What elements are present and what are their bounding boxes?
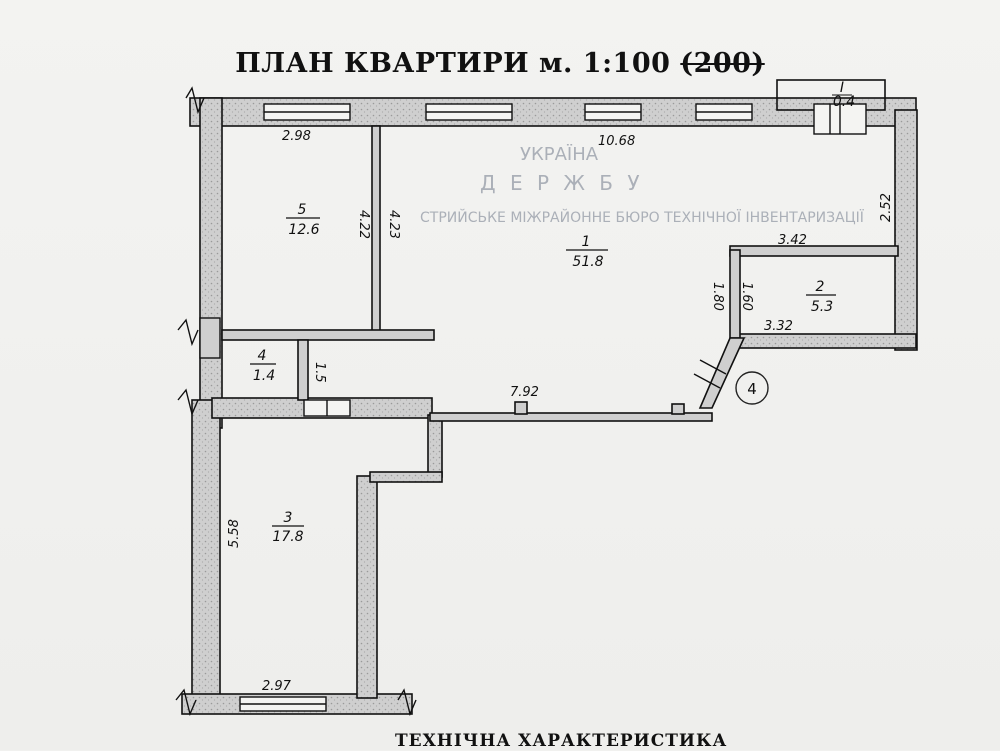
dim-room2-bottom: 3.32 [764, 319, 793, 334]
dim-room1-width: 10.68 [598, 134, 635, 149]
dim-room5-height-left: 4.22 [356, 210, 371, 239]
dimension-labels: 2.98 10.68 4.22 4.23 2.52 3.42 3.32 1.80… [227, 129, 894, 694]
dim-room4-height: 1.5 [312, 362, 327, 383]
dim-room5-height-right: 4.23 [386, 210, 401, 239]
plan-title-main: ПЛАН КВАРТИРИ м. 1:100 [235, 48, 681, 79]
break-bottom-right [397, 688, 417, 717]
room-1-area: 51.8 [572, 254, 603, 270]
dim-room3-width: 2.97 [262, 679, 292, 694]
stamp-line-1: УКРАЇНА [520, 144, 599, 165]
room-2-number: 2 [816, 279, 825, 295]
plan-title-struck-scale: (200) [680, 48, 765, 79]
partition-room5-bottom [221, 329, 435, 341]
wall-room3-right [356, 475, 378, 699]
dim-room1-right-wall: 2.52 [879, 193, 894, 222]
room-4-label: 4 1.4 [250, 348, 276, 384]
partitions [221, 79, 899, 422]
corridor-column [514, 401, 528, 415]
room-2-area: 5.3 [811, 299, 833, 315]
wall-room2-bottom [737, 333, 917, 349]
wall-corridor-stub [427, 414, 443, 478]
partition-room2-left [729, 249, 741, 339]
dim-room3-height: 5.58 [227, 519, 242, 548]
partition-corridor [429, 412, 713, 422]
wall-right [894, 109, 918, 351]
room-3-number: 3 [284, 510, 293, 526]
break-left-mid [177, 318, 199, 347]
circled-annotation-text: 4 [747, 380, 757, 398]
footer-heading: ТЕХНІЧНА ХАРАКТЕРИСТИКА [395, 731, 728, 751]
door-opening-left [199, 317, 221, 359]
room-4-number: 4 [258, 348, 267, 364]
stamp-line-2: Д Е Р Ж Б У [480, 171, 644, 195]
room-labels: 1 51.8 2 5.3 3 17.8 4 1.4 5 [250, 80, 855, 545]
room-3-area: 17.8 [272, 529, 303, 545]
circled-annotation: 4 [735, 371, 769, 405]
room-5-number: 5 [298, 202, 307, 218]
room-5-label: 5 12.6 [286, 202, 320, 238]
dim-room2-left-b: 1.60 [739, 282, 754, 311]
partition-room4-right [297, 339, 309, 401]
balcony-label: I 0.4 [832, 80, 855, 110]
partition-diagonal [698, 337, 746, 409]
break-bottom-left [175, 688, 197, 717]
wall-left-upper [199, 97, 223, 429]
plan-title: ПЛАН КВАРТИРИ м. 1:100 (200) [0, 48, 1000, 79]
wall-left-lower [191, 399, 221, 713]
break-top-left [185, 86, 205, 115]
room-5-area: 12.6 [288, 222, 319, 238]
break-marks [175, 86, 727, 717]
dim-room2-left-a: 1.80 [710, 282, 725, 311]
wall-corridor-ledge [369, 471, 443, 483]
balcony-area: 0.4 [833, 94, 855, 110]
partition-room5-right [371, 125, 381, 335]
room-1-number: 1 [582, 234, 591, 250]
balcony-number: I [840, 80, 844, 96]
room-3-label: 3 17.8 [272, 510, 304, 545]
dim-corridor-length: 7.92 [510, 385, 539, 400]
windows [199, 103, 867, 712]
break-left-lower [177, 388, 199, 417]
room-2-label: 2 5.3 [806, 279, 836, 315]
stamp-line-3: СТРИЙСЬКЕ МІЖРАЙОННЕ БЮРО ТЕХНІЧНОЇ ІНВЕ… [420, 208, 865, 226]
corridor-notch [671, 403, 685, 415]
room-1-label: 1 51.8 [566, 234, 608, 270]
room-4-area: 1.4 [253, 368, 275, 384]
partition-room2-top [729, 245, 899, 257]
dim-room5-width: 2.98 [282, 129, 311, 144]
faint-stamp: УКРАЇНА Д Е Р Ж Б У СТРИЙСЬКЕ МІЖРАЙОННЕ… [420, 144, 865, 226]
dim-room2-top: 3.42 [778, 233, 807, 248]
